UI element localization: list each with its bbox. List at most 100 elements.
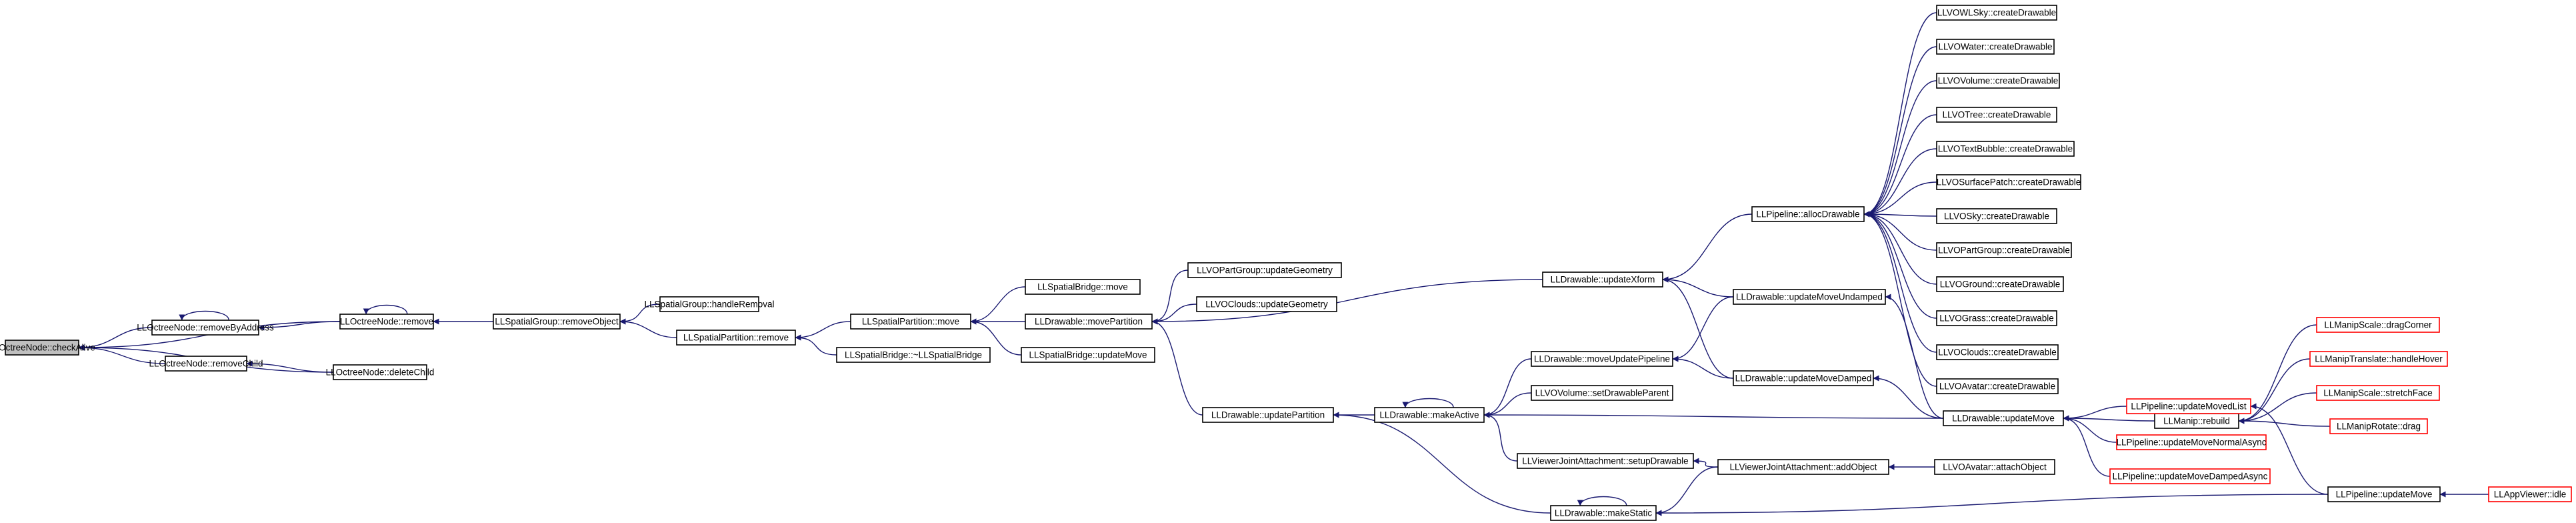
- node-box[interactable]: [1717, 459, 1889, 475]
- graph-node-makeStatic[interactable]: LLDrawable::makeStatic: [1550, 505, 1657, 521]
- graph-node-pipelineUpdateMove[interactable]: LLPipeline::updateMove: [2327, 486, 2441, 502]
- node-box[interactable]: [1025, 314, 1153, 330]
- node-box[interactable]: [1531, 385, 1673, 401]
- node-box[interactable]: [1021, 347, 1155, 363]
- graph-node-attachObject[interactable]: LLVOAvatar::attachObject: [1934, 459, 2055, 475]
- graph-node-textBubbleCreate[interactable]: LLVOTextBubble::createDrawable: [1936, 141, 2075, 157]
- graph-node-bridgeDtor[interactable]: LLSpatialBridge::~LLSpatialBridge: [836, 347, 991, 363]
- node-box[interactable]: [1550, 505, 1657, 521]
- node-box[interactable]: [2488, 486, 2572, 502]
- graph-node-setDrawableParent[interactable]: LLVOVolume::setDrawableParent: [1531, 385, 1673, 401]
- graph-node-bridgeMove[interactable]: LLSpatialBridge::move: [1025, 279, 1141, 295]
- node-box[interactable]: [2327, 486, 2441, 502]
- graph-node-dragCorner[interactable]: LLManipScale::dragCorner: [2316, 317, 2440, 333]
- graph-node-updateMovedList[interactable]: LLPipeline::updateMovedList: [2126, 398, 2251, 414]
- node-box[interactable]: [1751, 206, 1865, 222]
- graph-node-checkAlive[interactable]: LLOctreeNode::checkAlive: [0, 340, 95, 356]
- node-box[interactable]: [2316, 385, 2440, 401]
- node-box[interactable]: [333, 364, 427, 380]
- graph-node-partGroupUpdateGeom[interactable]: LLVOPartGroup::updateGeometry: [1187, 262, 1342, 278]
- graph-node-updateMoveDampedAsync[interactable]: LLPipeline::updateMoveDampedAsync: [2109, 468, 2271, 484]
- graph-node-removeObject[interactable]: LLSpatialGroup::removeObject: [493, 314, 621, 330]
- node-box[interactable]: [1542, 272, 1663, 288]
- graph-node-grassCreate[interactable]: LLVOGrass::createDrawable: [1936, 310, 2057, 326]
- node-box[interactable]: [676, 330, 796, 346]
- graph-node-rotateDrag[interactable]: LLManipRotate::drag: [2329, 418, 2428, 434]
- node-box[interactable]: [1936, 141, 2075, 157]
- node-box[interactable]: [1936, 344, 2059, 360]
- node-box[interactable]: [1936, 107, 2057, 123]
- graph-node-deleteChild[interactable]: LLOctreeNode::deleteChild: [326, 364, 435, 380]
- graph-node-allocDrawable[interactable]: LLPipeline::allocDrawable: [1751, 206, 1865, 222]
- graph-node-updateMoveNormalAsync[interactable]: LLPipeline::updateMoveNormalAsync: [2116, 434, 2267, 450]
- node-box[interactable]: [2116, 434, 2267, 450]
- graph-node-groundCreate[interactable]: LLVOGround::createDrawable: [1936, 276, 2064, 292]
- node-box[interactable]: [659, 296, 759, 312]
- graph-node-handleHover[interactable]: LLManipTranslate::handleHover: [2309, 351, 2448, 367]
- node-box[interactable]: [1187, 262, 1342, 278]
- graph-node-setupDrawable[interactable]: LLViewerJointAttachment::setupDrawable: [1517, 453, 1694, 469]
- graph-node-wlskyCreate[interactable]: LLVOWLSky::createDrawable: [1936, 5, 2057, 21]
- graph-node-treeCreate[interactable]: LLVOTree::createDrawable: [1936, 107, 2057, 123]
- call-edge-cloudsUpdateGeom-to-movePartition: [1151, 304, 1197, 325]
- node-box[interactable]: [1531, 351, 1673, 367]
- node-box[interactable]: [165, 356, 247, 372]
- node-box[interactable]: [2329, 418, 2428, 434]
- node-box[interactable]: [1374, 407, 1485, 423]
- graph-node-skyCreate[interactable]: LLVOSky::createDrawable: [1936, 208, 2057, 224]
- node-box[interactable]: [1733, 370, 1874, 386]
- node-box[interactable]: [1936, 39, 2055, 55]
- graph-node-volumeCreate[interactable]: LLVOVolume::createDrawable: [1936, 73, 2060, 89]
- graph-node-octreeRemove[interactable]: LLOctreeNode::remove: [339, 314, 434, 330]
- graph-node-partMove[interactable]: LLSpatialPartition::move: [850, 314, 971, 330]
- node-box[interactable]: [1936, 208, 2057, 224]
- graph-node-appViewerIdle[interactable]: LLAppViewer::idle: [2488, 486, 2572, 502]
- graph-node-moveUpdatePipeline[interactable]: LLDrawable::moveUpdatePipeline: [1531, 351, 1673, 367]
- node-box[interactable]: [1936, 73, 2060, 89]
- node-box[interactable]: [151, 320, 259, 336]
- graph-node-removeByAddress[interactable]: LLOctreeNode::removeByAddress: [137, 320, 274, 336]
- node-box[interactable]: [850, 314, 971, 330]
- graph-node-stretchFace[interactable]: LLManipScale::stretchFace: [2316, 385, 2440, 401]
- graph-node-updateMoveUndamped[interactable]: LLDrawable::updateMoveUndamped: [1733, 289, 1886, 305]
- node-box[interactable]: [1196, 296, 1337, 312]
- node-box[interactable]: [2126, 398, 2251, 414]
- node-box[interactable]: [1943, 410, 2064, 426]
- node-box[interactable]: [2109, 468, 2271, 484]
- graph-node-handleRemoval[interactable]: LLSpatialGroup::handleRemoval: [644, 296, 775, 312]
- node-box[interactable]: [1202, 407, 1334, 423]
- graph-node-updateXform[interactable]: LLDrawable::updateXform: [1542, 272, 1663, 288]
- graph-node-cloudsCreate[interactable]: LLVOClouds::createDrawable: [1936, 344, 2059, 360]
- graph-node-surfacePatchCreate[interactable]: LLVOSurfacePatch::createDrawable: [1936, 174, 2081, 190]
- node-box[interactable]: [1936, 378, 2059, 394]
- graph-node-makeActive[interactable]: LLDrawable::makeActive: [1374, 407, 1485, 423]
- node-box[interactable]: [836, 347, 991, 363]
- graph-node-updatePartition[interactable]: LLDrawable::updatePartition: [1202, 407, 1334, 423]
- node-box[interactable]: [1934, 459, 2055, 475]
- node-box[interactable]: [2316, 317, 2440, 333]
- graph-node-manipRebuild[interactable]: LLManip::rebuild: [2154, 413, 2239, 429]
- node-box[interactable]: [1936, 174, 2081, 190]
- node-box[interactable]: [1517, 453, 1694, 469]
- node-box[interactable]: [1936, 5, 2057, 21]
- node-box[interactable]: [2309, 351, 2448, 367]
- node-box[interactable]: [1733, 289, 1886, 305]
- node-box[interactable]: [339, 314, 434, 330]
- node-box[interactable]: [1936, 310, 2057, 326]
- graph-node-partGroupCreate[interactable]: LLVOPartGroup::createDrawable: [1936, 242, 2072, 258]
- graph-node-addObject[interactable]: LLViewerJointAttachment::addObject: [1717, 459, 1889, 475]
- graph-node-updateMoveDamped[interactable]: LLDrawable::updateMoveDamped: [1733, 370, 1874, 386]
- graph-node-drawableUpdateMove[interactable]: LLDrawable::updateMove: [1943, 410, 2064, 426]
- node-box[interactable]: [1936, 276, 2064, 292]
- graph-node-waterCreate[interactable]: LLVOWater::createDrawable: [1936, 39, 2055, 55]
- graph-node-partRemove[interactable]: LLSpatialPartition::remove: [676, 330, 796, 346]
- node-box[interactable]: [1025, 279, 1141, 295]
- graph-node-avatarCreate[interactable]: LLVOAvatar::createDrawable: [1936, 378, 2059, 394]
- graph-node-movePartition[interactable]: LLDrawable::movePartition: [1025, 314, 1153, 330]
- node-box[interactable]: [493, 314, 621, 330]
- node-box[interactable]: [5, 340, 79, 356]
- graph-node-removeChild[interactable]: LLOctreeNode::removeChild: [149, 356, 263, 372]
- graph-node-bridgeUpdateMove[interactable]: LLSpatialBridge::updateMove: [1021, 347, 1155, 363]
- node-box[interactable]: [1936, 242, 2072, 258]
- graph-node-cloudsUpdateGeom[interactable]: LLVOClouds::updateGeometry: [1196, 296, 1337, 312]
